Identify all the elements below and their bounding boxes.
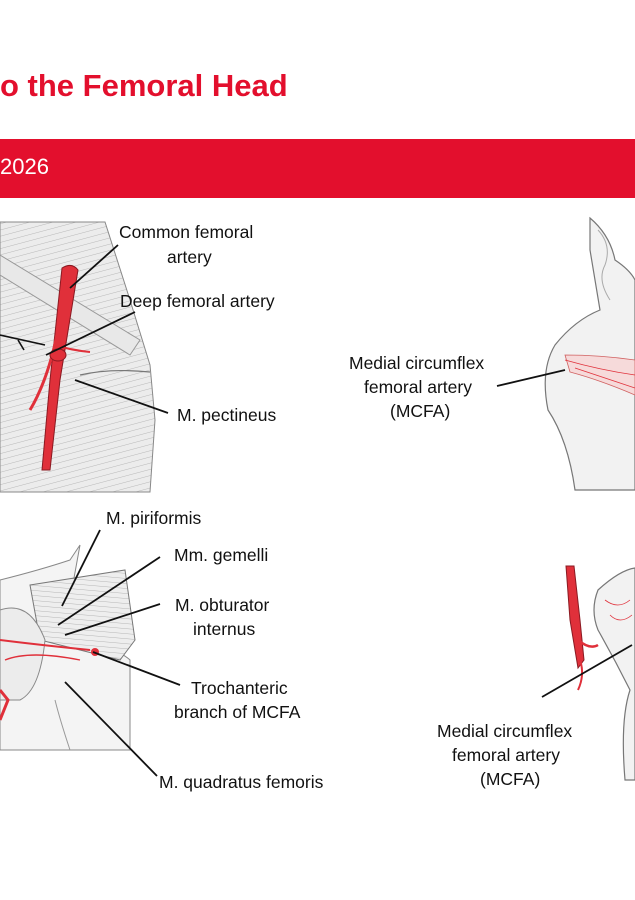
banner: 2026 — [0, 139, 635, 198]
banner-date: 2026 — [0, 154, 49, 179]
label-m-obturator-line1: M. obturator — [175, 595, 270, 615]
posterior-hip-illustration — [0, 544, 136, 751]
label-mcfa-top-line2: femoral artery — [364, 377, 472, 397]
label-m-piriformis: M. piriformis — [106, 508, 202, 528]
label-mcfa-bottom-line2: femoral artery — [452, 745, 560, 765]
label-mcfa-bottom-line3: (MCFA) — [480, 769, 541, 789]
leader-lines-bottom-left — [57, 529, 181, 777]
femoral-head-posterior-illustration — [565, 565, 635, 781]
label-common-femoral-artery-line2: artery — [167, 247, 212, 267]
label-mcfa-top-line1: Medial circumflex — [349, 353, 485, 373]
label-trochanteric-line1: Trochanteric — [191, 678, 288, 698]
leader-line-mcfa-top — [496, 369, 566, 387]
leader-line-mcfa-bottom — [541, 644, 633, 698]
label-deep-femoral-artery: Deep femoral artery — [120, 291, 275, 311]
label-mcfa-top-line3: (MCFA) — [390, 401, 451, 421]
label-m-pectineus: M. pectineus — [177, 405, 277, 425]
label-common-femoral-artery-line1: Common femoral — [119, 222, 254, 242]
label-trochanteric-line2: branch of MCFA — [174, 702, 301, 722]
leader-lines-top-left — [45, 244, 169, 414]
slide-title: o the Femoral Head — [0, 68, 288, 103]
hip-bone-anterior-illustration — [544, 216, 635, 491]
label-m-quadratus-femoris: M. quadratus femoris — [159, 772, 324, 792]
label-mcfa-bottom-line1: Medial circumflex — [437, 721, 573, 741]
label-m-obturator-line2: internus — [193, 619, 256, 639]
anterior-hip-illustration — [0, 221, 156, 493]
label-mm-gemelli: Mm. gemelli — [174, 545, 269, 565]
